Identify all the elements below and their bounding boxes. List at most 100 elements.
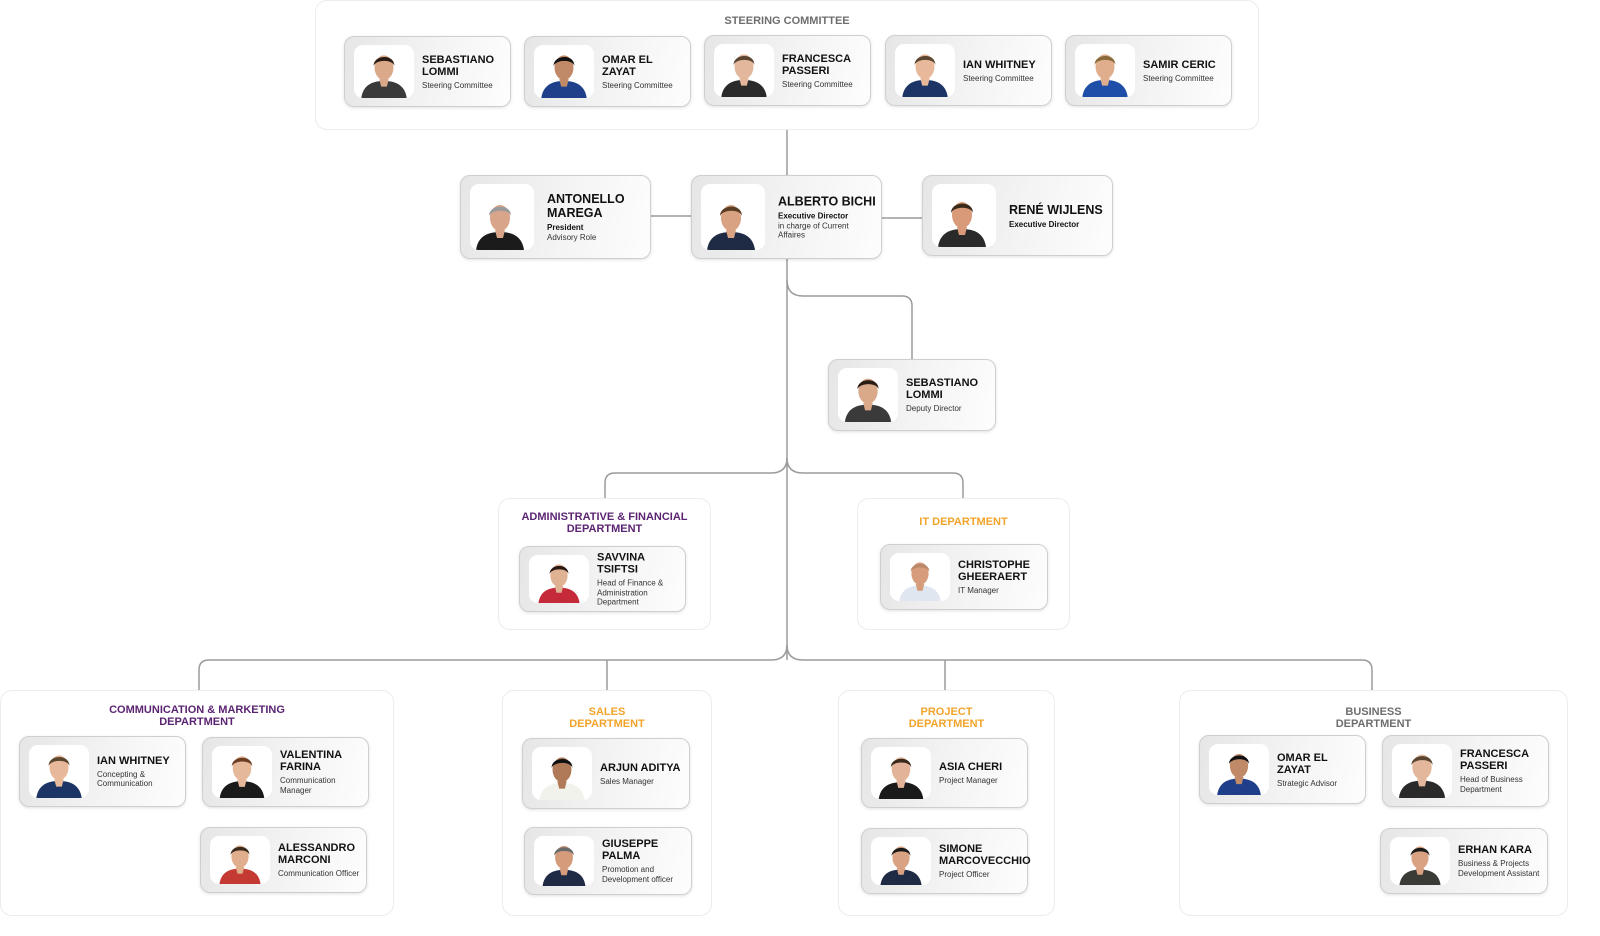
person-role-text: Steering Committee <box>602 80 673 90</box>
person-card-ian-whitney[interactable]: Ian Whitney Steering Committee <box>885 35 1052 106</box>
person-card-alessandro-marconi[interactable]: Alessandro Marconi Communication Officer <box>200 827 367 893</box>
person-text: Alessandro Marconi Communication Officer <box>278 842 362 879</box>
person-photo <box>529 555 589 603</box>
person-card-sebastiano-lommi[interactable]: Sebastiano Lommi Deputy Director <box>828 359 996 431</box>
person-role-text: Project Officer <box>939 869 990 879</box>
person-photo <box>838 368 898 422</box>
person-role: Project Officer <box>939 870 1023 880</box>
person-photo <box>701 184 765 250</box>
person-role-text: Communication Manager <box>280 776 336 795</box>
person-card-omar-el-zayat[interactable]: Omar El Zayat Steering Committee <box>524 36 691 107</box>
person-card-omar-el-zayat[interactable]: Omar El Zayat Strategic Advisor <box>1199 735 1366 804</box>
person-photo <box>714 44 774 97</box>
person-role: Communication Manager <box>280 776 364 795</box>
person-card-giuseppe-palma[interactable]: Giuseppe Palma Promotion and Development… <box>524 827 692 895</box>
person-photo <box>1209 744 1269 795</box>
person-name: Antonello Marega <box>547 192 625 220</box>
person-role-text: Advisory Role <box>547 232 597 242</box>
person-card-savvina-tsiftsi[interactable]: Savvina Tsiftsi Head of Finance & Admini… <box>519 546 686 612</box>
person-role: President Advisory Role <box>547 223 646 242</box>
person-name: Asia Cheri <box>939 760 1003 773</box>
person-avatar-icon <box>844 378 892 422</box>
person-role-text: Business & Projects Development Assistan… <box>1458 859 1540 878</box>
person-card-ian-whitney[interactable]: Ian Whitney Concepting & Communication <box>19 736 186 807</box>
person-name: Sebastiano Lommi <box>906 376 979 401</box>
person-role: Concepting & Communication <box>97 770 181 789</box>
person-card-simone-marcovecchio[interactable]: Simone Marcovecchio Project Officer <box>861 828 1031 894</box>
person-card-valentina-farina[interactable]: Valentina Farina Communication Manager <box>202 737 369 807</box>
person-photo <box>871 837 931 885</box>
person-avatar-icon <box>538 564 580 603</box>
person-card-francesca-passeri[interactable]: Francesca Passeri Head of Business Depar… <box>1382 735 1549 807</box>
person-text: René Wijlens Executive Director <box>1009 202 1108 229</box>
person-role: Sales Manager <box>600 776 685 786</box>
person-card-alberto-bichi[interactable]: Alberto Bichi Executive Director in char… <box>691 175 882 259</box>
person-role-text: Concepting & Communication <box>97 769 153 789</box>
person-avatar-icon <box>219 845 261 884</box>
person-card-asia-cheri[interactable]: Asia Cheri Project Manager <box>861 738 1028 808</box>
person-card-antonello-marega[interactable]: Antonello Marega President Advisory Role <box>460 175 651 259</box>
person-avatar-icon <box>542 845 586 886</box>
person-text: Omar El Zayat Steering Committee <box>602 53 686 90</box>
person-photo <box>532 747 592 800</box>
person-text: Samir Ceric Steering Committee <box>1143 58 1227 83</box>
person-photo <box>212 746 272 798</box>
person-role: Steering Committee <box>782 79 866 89</box>
person-role: Steering Committee <box>963 73 1047 83</box>
person-photo <box>1075 44 1135 97</box>
person-card-sebastiano-lommi[interactable]: Sebastiano Lommi Steering Committee <box>344 36 511 107</box>
person-card-rene-wijlens[interactable]: René Wijlens Executive Director <box>922 175 1113 256</box>
group-title: Sales Department <box>569 706 645 730</box>
person-role-text: Head of Business Department <box>1460 775 1523 794</box>
person-avatar-icon <box>899 562 941 601</box>
person-name: Francesca Passeri <box>782 52 851 77</box>
person-text: Asia Cheri Project Manager <box>939 761 1023 786</box>
person-name: René Wijlens <box>1009 202 1103 217</box>
person-text: Arjun Aditya Sales Manager <box>600 761 685 786</box>
person-card-christophe-gheeraert[interactable]: Christophe Gheeraert IT Manager <box>880 544 1048 610</box>
person-text: Ian Whitney Concepting & Communication <box>97 755 181 789</box>
person-text: Valentina Farina Communication Manager <box>280 749 364 795</box>
person-name: Arjun Aditya <box>600 761 681 774</box>
person-avatar-icon <box>36 755 82 798</box>
person-card-samir-ceric[interactable]: Samir Ceric Steering Committee <box>1065 35 1232 106</box>
person-text: Sebastiano Lommi Steering Committee <box>422 53 506 90</box>
person-name: Alberto Bichi <box>778 194 876 209</box>
person-avatar-icon <box>1398 754 1446 798</box>
person-card-arjun-aditya[interactable]: Arjun Aditya Sales Manager <box>522 738 690 809</box>
group-title: Steering Committee <box>724 15 850 27</box>
person-photo <box>932 184 996 247</box>
person-name: Simone Marcovecchio <box>939 842 1031 867</box>
person-avatar-icon <box>476 205 524 250</box>
person-avatar-icon <box>219 756 265 798</box>
person-name: Ian Whitney <box>963 58 1036 71</box>
person-role: Strategic Advisor <box>1277 778 1361 788</box>
person-card-francesca-passeri[interactable]: Francesca Passeri Steering Committee <box>704 35 871 106</box>
connector-line <box>604 457 788 498</box>
person-photo <box>1392 744 1452 798</box>
person-role-text: Steering Committee <box>782 79 853 89</box>
person-role: Business & Projects Development Assistan… <box>1458 859 1543 878</box>
person-text: Erhan Kara Business & Projects Developme… <box>1458 844 1543 878</box>
group-title: Communication & Marketing Department <box>109 704 285 728</box>
person-role-text: Steering Committee <box>1143 73 1214 83</box>
group-title: Business Department <box>1335 706 1412 730</box>
person-name: Alessandro Marconi <box>278 841 356 866</box>
connector-line <box>786 457 964 498</box>
person-role: Executive Director <box>1009 219 1108 229</box>
person-avatar-icon <box>902 54 948 97</box>
person-card-erhan-kara[interactable]: Erhan Kara Business & Projects Developme… <box>1380 828 1548 894</box>
connector-line <box>786 644 1373 690</box>
person-avatar-icon <box>1399 846 1441 885</box>
person-role-text: Deputy Director <box>906 403 962 413</box>
person-role: Steering Committee <box>1143 73 1227 83</box>
person-avatar-icon <box>880 846 922 885</box>
person-name: Savvina Tsiftsi <box>597 551 645 576</box>
person-photo <box>534 836 594 886</box>
person-text: Simone Marcovecchio Project Officer <box>939 842 1031 880</box>
person-avatar-icon <box>938 202 986 247</box>
connector-line <box>198 644 788 690</box>
person-role-text: Steering Committee <box>422 80 493 90</box>
person-name: Erhan Kara <box>1458 844 1532 856</box>
person-role: Head of Business Department <box>1460 775 1544 794</box>
